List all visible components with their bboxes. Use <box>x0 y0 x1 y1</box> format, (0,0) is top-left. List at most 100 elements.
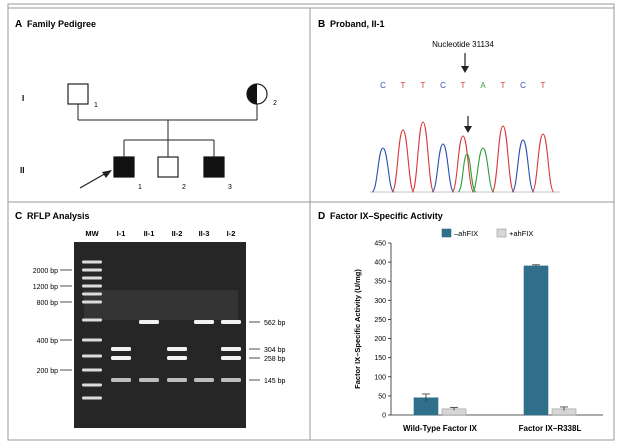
chromatogram-peak <box>431 143 455 193</box>
y-tick-label: 200 <box>374 336 386 343</box>
legend-swatch <box>441 228 452 238</box>
gel-band <box>139 320 159 324</box>
legend-label: –ahFIX <box>454 229 478 238</box>
chromatogram-peak <box>491 125 515 193</box>
y-axis-label: Factor IX–Specific Activity (U/mg) <box>353 269 362 389</box>
x-category-label: Wild-Type Factor IX <box>403 424 478 433</box>
chromatogram-secondary-peak <box>457 153 477 193</box>
gel-ladder-label: 1200 bp <box>33 284 58 291</box>
pedigree-id-II-1: 1 <box>138 184 142 191</box>
pedigree-male-affected-II-1 <box>113 156 135 178</box>
pedigree-id-II-3: 3 <box>228 184 232 191</box>
gel-ladder-band <box>82 260 102 264</box>
sequence-base: C <box>380 81 386 90</box>
chromatogram-peak <box>471 147 495 193</box>
gel-ladder-band <box>82 292 102 296</box>
sequence-base: T <box>541 81 546 90</box>
gel-lane-label: MW <box>85 229 99 238</box>
generation-label-1: I <box>22 94 24 103</box>
pedigree-id-II-2: 2 <box>182 184 186 191</box>
chromatogram <box>370 121 560 193</box>
x-category-label: Factor IX–R338L <box>519 424 582 433</box>
proband-arrow-icon <box>79 170 112 189</box>
gel-lane-label: II-3 <box>199 229 210 238</box>
sequence-base: C <box>520 81 526 90</box>
gel-ladder-band <box>82 396 102 400</box>
panel-a-letter: A <box>15 19 22 30</box>
sequence-base: T <box>501 81 506 90</box>
sequence-base: T <box>421 81 426 90</box>
gel-ladder-band <box>82 276 102 280</box>
gel-size-labels: 562 bp 304 bp 258 bp 145 bp <box>249 320 286 385</box>
chromatogram-peak <box>371 147 395 193</box>
legend-label: +ahFIX <box>509 229 533 238</box>
panel-b: B Proband, II-1 Nucleotide 31134 C T T C T A T… <box>318 19 560 193</box>
gel-lane-label: I-2 <box>227 229 236 238</box>
y-tick-label: 400 <box>374 260 386 267</box>
panel-d-title: Factor IX–Specific Activity <box>330 211 443 221</box>
sequence-base: A <box>480 81 486 90</box>
gel-ladder-label: 800 bp <box>37 300 59 307</box>
y-tick-label: 100 <box>374 374 386 381</box>
nucleotide-label: Nucleotide 31134 <box>432 40 494 49</box>
chromatogram-peak <box>531 133 555 193</box>
gel-size-label: 304 bp <box>264 347 286 354</box>
gel-band <box>167 378 187 382</box>
y-tick-label: 350 <box>374 279 386 286</box>
chromatogram-arrow-icon <box>464 116 472 133</box>
gel-lane-label: II-1 <box>144 229 155 238</box>
chromatogram-peak <box>451 135 475 193</box>
gel-ladder-band <box>82 383 102 387</box>
gel-band <box>111 378 131 382</box>
nucleotide-arrow-icon <box>461 53 469 73</box>
gel-size-label: 258 bp <box>264 356 286 363</box>
gel-band <box>167 356 187 360</box>
y-tick-label: 450 <box>374 241 386 248</box>
y-tick-label: 50 <box>378 393 386 400</box>
panel-a-title: Family Pedigree <box>27 19 96 29</box>
gel-ladder-band <box>82 354 102 358</box>
panel-c-letter: C <box>15 211 22 222</box>
panel-c-title: RFLP Analysis <box>27 211 90 221</box>
gel-band <box>221 320 241 324</box>
generation-label-2: II <box>20 166 24 175</box>
gel-band <box>221 356 241 360</box>
gel-ladder-label: 2000 bp <box>33 268 58 275</box>
gel-lane-label: II-2 <box>172 229 183 238</box>
gel-ladder-band <box>82 268 102 272</box>
pedigree-male-affected-II-3 <box>203 156 225 178</box>
bar <box>523 265 549 416</box>
gel-bands <box>82 260 241 400</box>
panel-b-letter: B <box>318 19 325 30</box>
pedigree-id-I-1: 1 <box>94 102 98 109</box>
y-tick-label: 250 <box>374 317 386 324</box>
pedigree-male-unaffected-I-1 <box>67 83 89 105</box>
pedigree-male-unaffected-II-2 <box>157 156 179 178</box>
sequence-base: C <box>440 81 446 90</box>
sequence-base: T <box>401 81 406 90</box>
sequence-base: T <box>461 81 466 90</box>
gel-band <box>111 356 131 360</box>
y-tick-label: 150 <box>374 355 386 362</box>
chromatogram-peak <box>411 121 435 193</box>
y-tick-label: 300 <box>374 298 386 305</box>
gel-ladder-band <box>82 284 102 288</box>
chromatogram-peak <box>511 139 535 193</box>
panel-d: D Factor IX–Specific Activity 0501001502… <box>318 211 603 433</box>
chromatogram-peak <box>391 129 415 193</box>
gel-size-label: 145 bp <box>264 378 286 385</box>
gel-band <box>194 320 214 324</box>
gel-band <box>167 347 187 351</box>
legend-swatch <box>496 228 507 238</box>
gel-image-glow <box>84 290 238 320</box>
gel-size-label: 562 bp <box>264 320 286 327</box>
y-tick-label: 0 <box>382 413 386 420</box>
panel-b-title: Proband, II-1 <box>330 19 385 29</box>
gel-band <box>194 378 214 382</box>
